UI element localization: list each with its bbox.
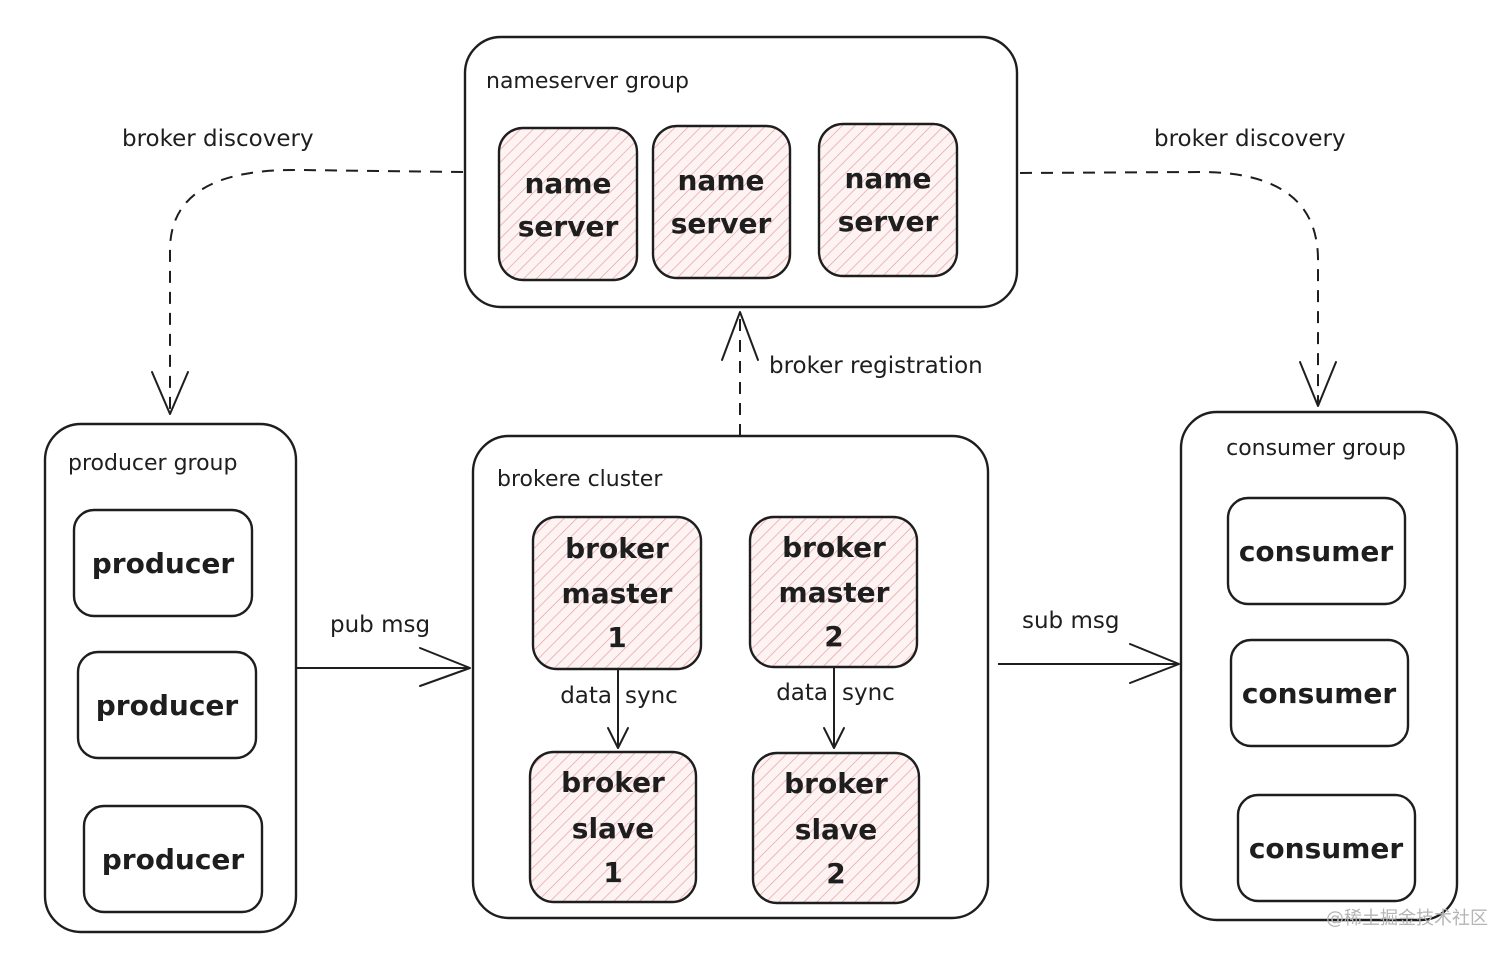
broker-slave-label-1: broker: [561, 766, 665, 799]
consumer-node: consumer: [1226, 496, 1407, 606]
consumer-group-title: consumer group: [1226, 436, 1406, 461]
consumer-label: consumer: [1249, 832, 1404, 865]
name-server-label-1: name: [525, 167, 612, 200]
name-server-label-2: server: [518, 210, 619, 243]
broker-master-node: broker master 2: [748, 515, 919, 669]
data-sync-label-sync: sync: [625, 683, 678, 709]
producer-group-frame: [43, 422, 298, 934]
broker-slave-label-1: broker: [784, 767, 888, 800]
producer-group-title: producer group: [68, 451, 237, 476]
broker-slave-label-3: 1: [603, 856, 622, 889]
producer-group: producer group producer producer produce…: [43, 422, 298, 934]
name-server-label-1: name: [678, 164, 765, 197]
broker-master-label-2: master: [779, 576, 890, 609]
data-sync-arrow: data sync: [560, 669, 678, 749]
broker-cluster-title: brokere cluster: [497, 467, 663, 492]
broker-cluster: brokere cluster broker master 1 broker m…: [471, 434, 990, 920]
broker-registration-label: broker registration: [769, 353, 983, 379]
broker-slave-label-2: slave: [795, 813, 877, 846]
nameserver-group-title: nameserver group: [486, 69, 689, 94]
name-server-label-1: name: [845, 162, 932, 195]
consumer-node: consumer: [1236, 793, 1417, 903]
broker-registration-edge: broker registration: [721, 311, 983, 436]
consumer-group-frame: [1179, 410, 1459, 922]
broker-master-label-3: 1: [607, 621, 626, 654]
broker-cluster-frame: [471, 434, 990, 920]
name-server-label-2: server: [671, 207, 772, 240]
broker-slave-label-2: slave: [572, 812, 654, 845]
broker-master-label-3: 2: [824, 620, 843, 653]
data-sync-label-data: data: [560, 683, 612, 709]
name-server-label-2: server: [838, 205, 939, 238]
producer-node: producer: [82, 804, 264, 914]
watermark: @稀土掘金技术社区: [1326, 908, 1488, 929]
broker-discovery-right-edge: broker discovery: [1019, 126, 1346, 407]
broker-master-label-1: broker: [782, 531, 886, 564]
data-sync-label-data: data: [776, 680, 828, 706]
name-server-node: name server: [817, 122, 959, 278]
name-server-node: name server: [651, 124, 792, 280]
broker-discovery-left-edge: broker discovery: [122, 126, 464, 415]
broker-master-node: broker master 1: [531, 515, 703, 671]
producer-node: producer: [72, 508, 254, 618]
nameserver-group: nameserver group name server name server…: [463, 35, 1019, 309]
broker-discovery-left-label: broker discovery: [122, 126, 314, 152]
broker-slave-node: broker slave 2: [751, 751, 921, 905]
producer-label: producer: [102, 843, 245, 876]
data-sync-arrow: data sync: [776, 667, 895, 749]
producer-node: producer: [76, 650, 258, 760]
consumer-label: consumer: [1239, 535, 1394, 568]
sub-msg-label: sub msg: [1022, 608, 1119, 634]
consumer-node: consumer: [1229, 638, 1410, 748]
broker-master-label-2: master: [562, 577, 673, 610]
broker-discovery-right-label: broker discovery: [1154, 126, 1346, 152]
consumer-label: consumer: [1242, 677, 1397, 710]
producer-label: producer: [96, 689, 239, 722]
name-server-node: name server: [497, 126, 639, 282]
nameserver-group-frame: [463, 35, 1019, 309]
broker-slave-node: broker slave 1: [528, 750, 698, 904]
pub-msg-label: pub msg: [330, 612, 430, 638]
pub-msg-edge: pub msg: [297, 612, 471, 687]
broker-slave-label-3: 2: [826, 857, 845, 890]
consumer-group: consumer group consumer consumer consume…: [1179, 410, 1459, 922]
broker-master-label-1: broker: [565, 532, 669, 565]
sub-msg-edge: sub msg: [998, 608, 1180, 684]
producer-label: producer: [92, 547, 235, 580]
data-sync-label-sync: sync: [842, 680, 895, 706]
